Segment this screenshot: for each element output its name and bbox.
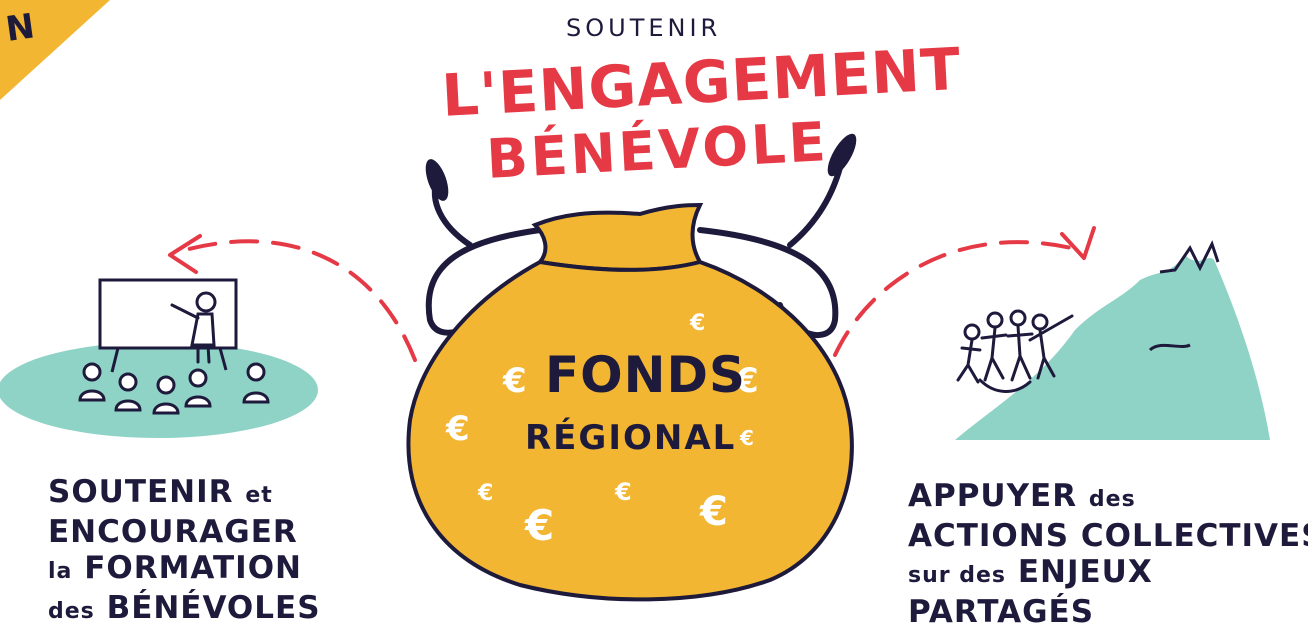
whiteboard [98, 278, 238, 350]
euro-icon: € [614, 478, 632, 506]
mountain [955, 255, 1270, 440]
left-caption-small: des [48, 599, 95, 624]
corner-label: N [3, 6, 39, 50]
bag-body [406, 259, 854, 602]
fund-label-line1: FONDS [545, 346, 747, 404]
arrowhead-left [168, 234, 202, 274]
right-caption-word: ENJEUX [1017, 554, 1153, 590]
left-caption-line2: ENCOURAGER [48, 514, 298, 550]
climbers [956, 309, 1074, 393]
bag-neck [531, 202, 704, 272]
dashed-arrow-right [833, 240, 1082, 357]
right-caption-line4: PARTAGÉS [908, 594, 1095, 630]
euro-icon: € [689, 311, 705, 336]
right-caption: APPUYER des ACTIONS COLLECTIVES sur des … [908, 478, 1308, 630]
left-caption-word: FORMATION [84, 550, 302, 586]
dashed-arrow-left [183, 239, 417, 362]
euro-icon: € [502, 361, 527, 401]
left-caption-small: et [245, 483, 273, 508]
right-caption-small: sur des [908, 563, 1007, 588]
left-caption: SOUTENIR et ENCOURAGER la FORMATION des … [48, 474, 321, 630]
arrowhead-right [1060, 226, 1096, 260]
euro-icon: € [739, 426, 754, 450]
euro-icon: € [734, 361, 759, 401]
audience [78, 362, 270, 415]
right-caption-word: APPUYER [908, 478, 1078, 514]
euro-icon: € [699, 489, 728, 535]
euro-icon: € [477, 481, 493, 506]
right-caption-line2: ACTIONS COLLECTIVES [908, 518, 1308, 554]
bag-hand-right [827, 133, 857, 177]
left-caption-word: BÉNÉVOLES [106, 590, 321, 626]
title-top: SOUTENIR [566, 14, 722, 42]
euro-icon: € [445, 409, 470, 449]
bag-hand-left [425, 159, 449, 201]
corner-banner [0, 0, 110, 100]
right-caption-small: des [1088, 487, 1136, 512]
trainer [170, 291, 217, 364]
left-caption-small: la [48, 559, 73, 584]
fund-label-line2: RÉGIONAL [525, 418, 737, 458]
left-caption-word: SOUTENIR [48, 474, 234, 510]
euro-icon: € [524, 501, 554, 550]
